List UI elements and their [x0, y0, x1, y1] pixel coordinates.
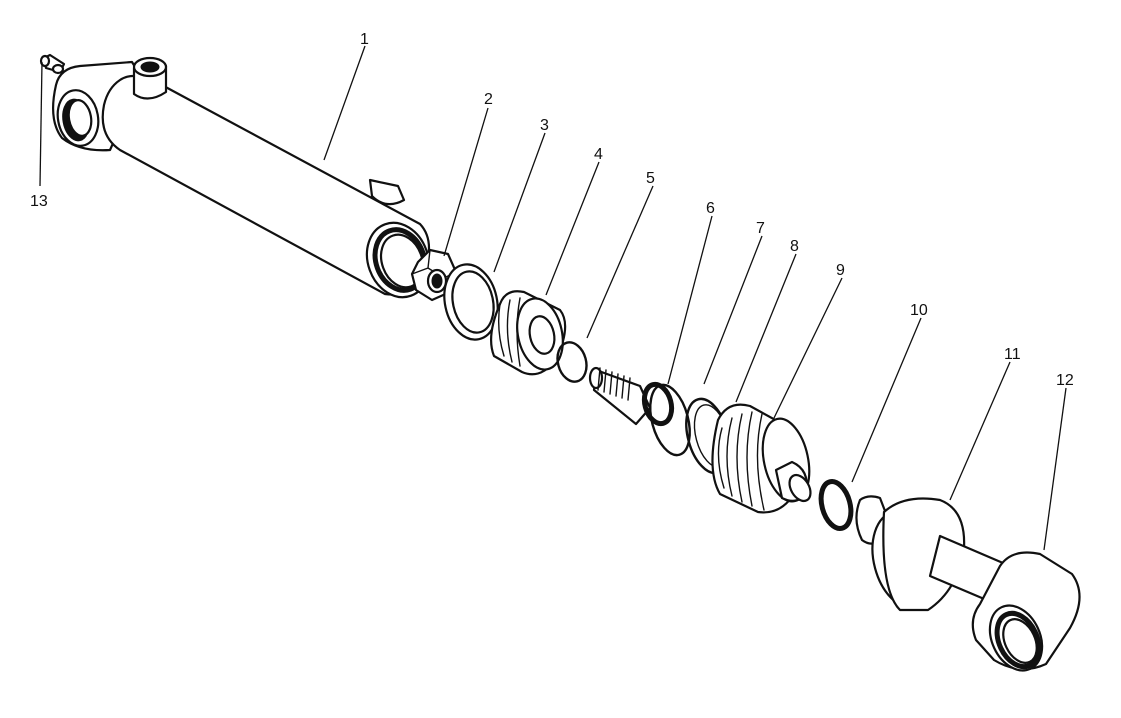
- leader-5: [586, 185, 654, 339]
- piston-rod-stub: [588, 366, 652, 426]
- leader-2: [443, 107, 489, 257]
- piston-seal: [641, 381, 675, 427]
- rod-seal: [818, 479, 854, 531]
- leader-9: [773, 277, 843, 419]
- leader-6: [667, 215, 713, 385]
- callout-10: 10: [910, 302, 928, 319]
- grease-fitting: [39, 53, 66, 75]
- callout-1: 1: [360, 31, 369, 48]
- callout-12: 12: [1056, 372, 1074, 389]
- leader-7: [703, 235, 763, 385]
- callout-9: 9: [836, 262, 845, 279]
- washer-ring: [443, 263, 499, 341]
- callout-4: 4: [594, 146, 603, 163]
- leader-11: [949, 361, 1011, 501]
- callout-2: 2: [484, 91, 493, 108]
- callout-5: 5: [646, 170, 655, 187]
- o-ring: [556, 341, 588, 383]
- leader-4: [545, 161, 600, 296]
- rod-end-eye: [971, 551, 1081, 672]
- leader-13: [39, 61, 43, 187]
- leader-3: [493, 132, 546, 273]
- leader-8: [735, 253, 797, 403]
- callout-7: 7: [756, 220, 765, 237]
- gland: [489, 290, 567, 376]
- cylinder-barrel: [51, 56, 431, 299]
- piston: [711, 403, 812, 514]
- leader-10: [851, 317, 922, 483]
- callout-8: 8: [790, 238, 799, 255]
- callout-13: 13: [30, 193, 48, 210]
- leader-lines: [39, 45, 1067, 551]
- leader-1: [323, 45, 366, 161]
- callout-3: 3: [540, 117, 549, 134]
- leader-12: [1043, 387, 1067, 551]
- callout-11: 11: [1004, 346, 1021, 363]
- callout-labels: 1 2 3 4 5 6 7 8 9 10 11 12 13: [30, 31, 1074, 389]
- callout-6: 6: [706, 200, 715, 217]
